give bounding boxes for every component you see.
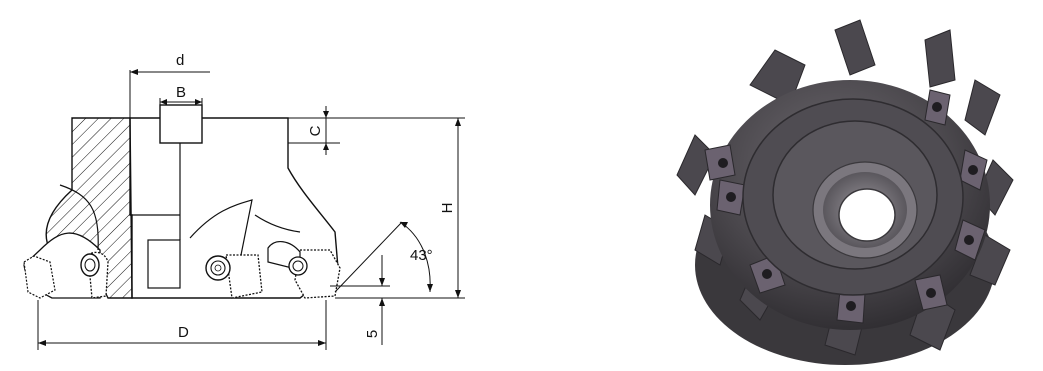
label-D: D — [178, 324, 189, 341]
label-offset: 5 — [364, 330, 381, 338]
insert-left — [23, 251, 109, 299]
dimension-D: D — [37, 300, 327, 350]
label-b: B — [176, 84, 186, 101]
label-h: H — [439, 203, 456, 214]
dimension-h: H — [290, 117, 465, 299]
dimension-angle: 43° — [334, 221, 433, 293]
label-d: d — [176, 52, 184, 69]
insert-center — [205, 254, 263, 299]
cutter-section — [23, 104, 339, 299]
insert-right — [267, 241, 341, 299]
face-mill-cutter-photo — [676, 19, 1014, 365]
dimension-offset: 5 — [330, 255, 390, 345]
label-angle: 43° — [410, 247, 433, 264]
dimension-d: d — [129, 52, 210, 118]
dimension-b: B — [159, 84, 203, 112]
technical-drawing: d B C H — [23, 52, 465, 350]
dimension-c: C — [288, 106, 340, 155]
label-c: C — [307, 125, 324, 136]
